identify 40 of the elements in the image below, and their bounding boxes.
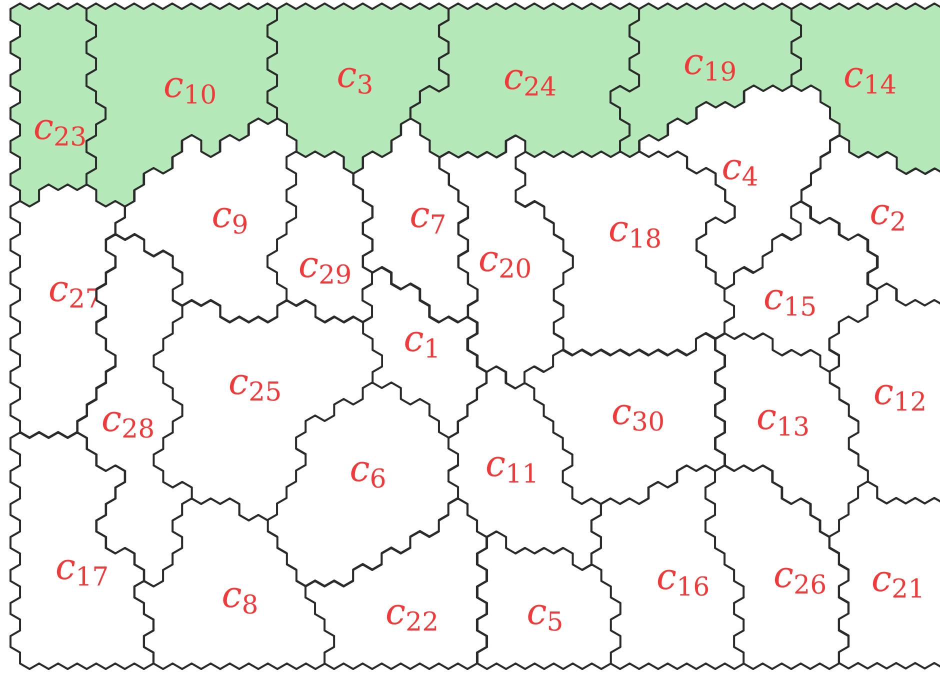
map-region xyxy=(114,117,298,324)
region-label: c$_{24}$ xyxy=(503,60,557,100)
region-label: c$_{12}$ xyxy=(873,374,927,416)
map-region xyxy=(85,2,279,208)
region-label: c$_{5}$ xyxy=(526,594,564,636)
map-region xyxy=(476,530,622,670)
map-region xyxy=(132,496,336,670)
region-label: c$_{4}$ xyxy=(722,150,758,190)
region-label: c$_{19}$ xyxy=(683,44,737,86)
region-label: c$_{10}$ xyxy=(163,68,217,108)
region-label: c$_{9}$ xyxy=(212,198,248,238)
region-label: c$_{8}$ xyxy=(222,578,258,618)
region-label: c$_{7}$ xyxy=(410,198,446,238)
region-label: c$_{14}$ xyxy=(843,58,897,98)
region-label: c$_{1}$ xyxy=(404,322,440,362)
region-label: c$_{17}$ xyxy=(55,550,109,590)
map-region xyxy=(409,2,641,158)
region-label: c$_{22}$ xyxy=(385,594,439,636)
map-region xyxy=(266,2,450,175)
region-label: c$_{25}$ xyxy=(228,364,282,406)
region-label: c$_{18}$ xyxy=(608,212,662,252)
map-region xyxy=(828,282,940,505)
map-region xyxy=(304,496,488,670)
region-label: c$_{21}$ xyxy=(871,562,925,602)
region-label: c$_{3}$ xyxy=(336,58,374,98)
region-label: c$_{23}$ xyxy=(33,110,87,150)
region-label: c$_{13}$ xyxy=(756,400,810,440)
region-label: c$_{26}$ xyxy=(773,558,827,598)
region-label: c$_{6}$ xyxy=(350,452,386,492)
map-region xyxy=(790,2,940,175)
map-region xyxy=(828,480,940,670)
region-label: c$_{20}$ xyxy=(478,242,532,282)
region-label: c$_{2}$ xyxy=(870,194,906,236)
region-label: c$_{15}$ xyxy=(763,280,817,320)
region-label: c$_{28}$ xyxy=(101,402,155,442)
region-label: c$_{29}$ xyxy=(298,248,352,288)
region-label: c$_{11}$ xyxy=(485,446,539,488)
region-label: c$_{16}$ xyxy=(656,560,710,600)
map-region xyxy=(266,150,374,324)
region-label: c$_{30}$ xyxy=(611,394,665,436)
